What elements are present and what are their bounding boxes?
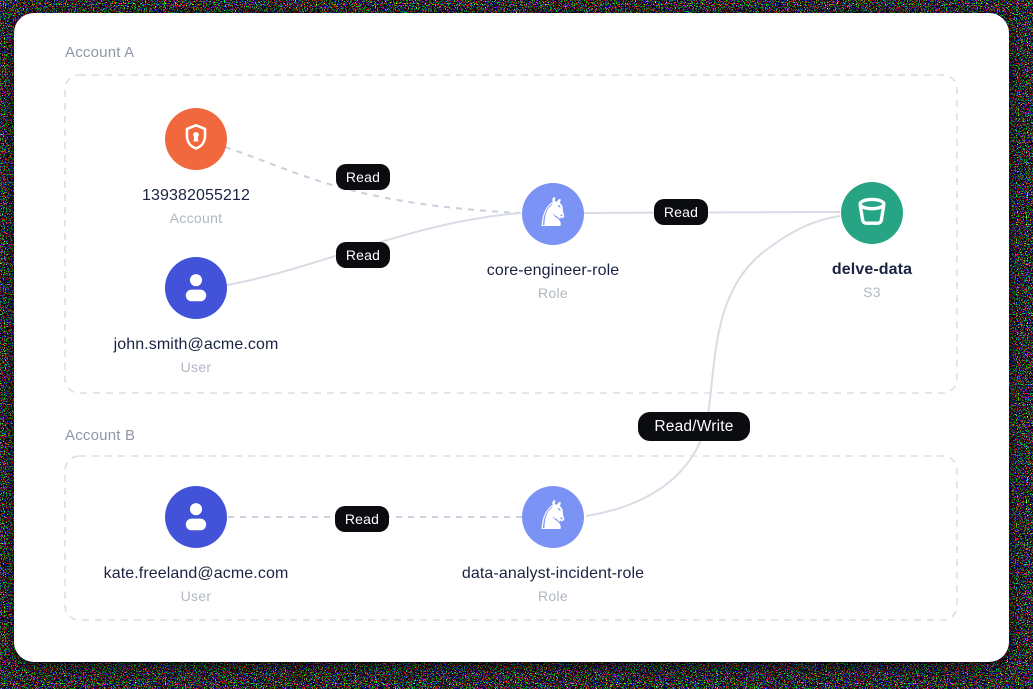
user-node-circle[interactable]	[165, 486, 227, 548]
node-label: kate.freeland@acme.com	[103, 565, 289, 582]
edge-label-read-kate-analyst[interactable]: Read	[335, 506, 389, 532]
chess-knight-icon: ♞	[535, 189, 571, 236]
node-account-139382055212: 139382055212 Account	[46, 108, 346, 226]
node-type-label: Role	[538, 588, 568, 604]
s3-node-circle[interactable]	[841, 182, 903, 244]
node-user-kate: kate.freeland@acme.com User	[46, 486, 346, 604]
shield-keyhole-icon	[179, 120, 213, 159]
chess-knight-icon: ♞	[535, 492, 571, 539]
node-type-label: User	[180, 359, 212, 375]
node-label: delve-data	[831, 261, 913, 278]
group-label-account-a: Account A	[65, 44, 135, 61]
node-role-core-engineer: ♞ core-engineer-role Role	[403, 183, 703, 301]
node-label: core-engineer-role	[486, 262, 620, 279]
node-label: john.smith@acme.com	[113, 336, 279, 353]
node-type-label: User	[180, 588, 212, 604]
node-type-label: S3	[863, 284, 881, 300]
edge-account-to-core-role	[224, 146, 521, 214]
bucket-icon	[854, 193, 890, 234]
user-icon	[179, 269, 213, 308]
group-label-account-b: Account B	[65, 427, 136, 444]
edge-label-read-account-core[interactable]: Read	[336, 164, 390, 190]
role-node-circle[interactable]: ♞	[522, 486, 584, 548]
edge-label-read-john-core[interactable]: Read	[336, 242, 390, 268]
user-icon	[179, 498, 213, 537]
node-type-label: Role	[538, 285, 568, 301]
role-node-circle[interactable]: ♞	[522, 183, 584, 245]
group-box-account-a	[64, 74, 958, 394]
group-box-account-b	[64, 455, 958, 621]
node-user-john: john.smith@acme.com User	[46, 257, 346, 375]
edge-label-read-core-delve[interactable]: Read	[654, 199, 708, 225]
node-s3-delve-data: delve-data S3	[722, 182, 1022, 300]
node-type-label: Account	[169, 210, 223, 226]
edge-core-role-to-delve-data	[583, 211, 841, 214]
edge-analyst-role-to-delve-data	[585, 215, 841, 517]
edge-label-readwrite-analyst-delve[interactable]: Read/Write	[638, 412, 750, 441]
node-label: 139382055212	[142, 187, 250, 204]
node-role-data-analyst-incident: ♞ data-analyst-incident-role Role	[403, 486, 703, 604]
node-label: data-analyst-incident-role	[461, 565, 645, 582]
account-node-circle[interactable]	[165, 108, 227, 170]
user-node-circle[interactable]	[165, 257, 227, 319]
